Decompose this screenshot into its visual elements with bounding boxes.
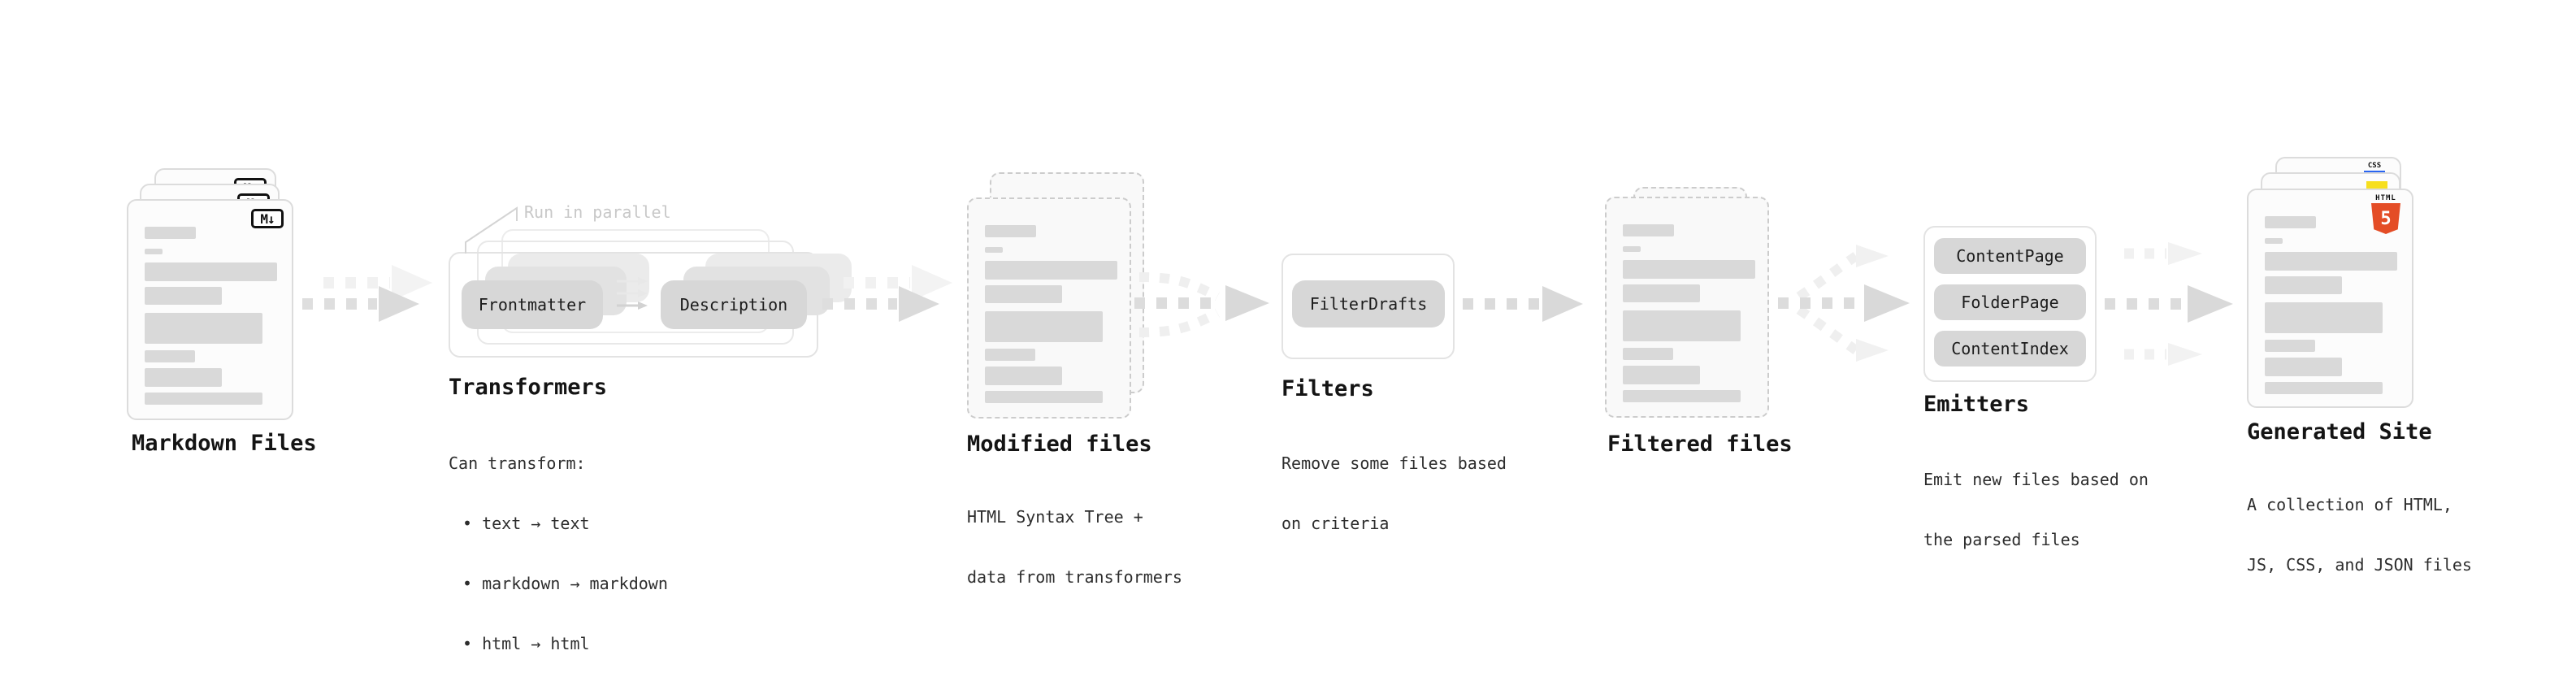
frontmatter-box: Frontmatter [462, 280, 603, 329]
desc-line: JS, CSS, and JSON files [2247, 555, 2472, 575]
filters-description: Remove some files based on criteria [1281, 414, 1507, 573]
placeholder-bar [145, 287, 222, 305]
transformers-description: Can transform: • text → text • markdown … [449, 414, 668, 681]
placeholder-bar [2265, 238, 2283, 244]
desc-line: • markdown → markdown [462, 574, 668, 593]
modified-files-description: HTML Syntax Tree + data from transformer… [967, 467, 1182, 627]
placeholder-bar [2265, 382, 2383, 394]
arrow-merge-to-filters-icon [1134, 272, 1269, 337]
desc-line: A collection of HTML, [2247, 495, 2452, 514]
arrow-filters-to-filtered-icon [1463, 286, 1583, 322]
filters-title: Filters [1281, 376, 1374, 401]
file-card-front [967, 197, 1131, 419]
arrow-split-to-emitters-icon [1778, 245, 1910, 362]
desc-line: the parsed files [1923, 530, 2080, 549]
desc-line: on criteria [1281, 514, 1390, 533]
generated-site-title: Generated Site [2247, 419, 2432, 445]
placeholder-bar [145, 350, 195, 362]
placeholder-bar [145, 313, 262, 344]
file-card-front [1605, 197, 1769, 418]
placeholder-bar [145, 227, 196, 239]
placeholder-bar [1623, 260, 1755, 279]
filtered-files-title: Filtered files [1607, 432, 1793, 457]
desc-line: Can transform: [449, 453, 586, 473]
modified-files-title: Modified files [967, 432, 1152, 457]
emitters-frame [1923, 226, 2097, 382]
html5-shield: 5 [2371, 203, 2400, 234]
placeholder-bar [145, 393, 262, 405]
arrow-transformers-to-modified-icon [822, 265, 952, 322]
placeholder-bar [985, 391, 1103, 403]
placeholder-bar [1623, 224, 1674, 236]
description-box: Description [661, 280, 807, 329]
placeholder-bar [2265, 340, 2315, 352]
placeholder-bar [145, 249, 163, 254]
filterdrafts-box: FilterDrafts [1292, 280, 1445, 327]
placeholder-bar [985, 225, 1036, 237]
html5-word: HTML [2375, 194, 2396, 202]
file-card-front: M↓ [127, 199, 293, 420]
emitters-description: Emit new files based on the parsed files [1923, 430, 2149, 589]
placeholder-bar [2265, 302, 2383, 333]
placeholder-bar [985, 247, 1003, 253]
placeholder-bar [1623, 310, 1741, 341]
placeholder-bar [145, 262, 277, 281]
placeholder-bar [985, 261, 1117, 280]
generated-site-description: A collection of HTML, JS, CSS, and JSON … [2247, 455, 2472, 614]
desc-line: HTML Syntax Tree + [967, 507, 1143, 527]
contentindex-box: ContentIndex [1934, 331, 2086, 367]
markdown-icon: M↓ [251, 209, 284, 228]
placeholder-bar [2265, 276, 2342, 294]
arrow-emitters-to-site-icon [2105, 242, 2233, 366]
emitters-title: Emitters [1923, 392, 2030, 417]
placeholder-bar [1623, 366, 1700, 384]
desc-line: Emit new files based on [1923, 470, 2149, 489]
placeholder-bar [2265, 358, 2342, 376]
placeholder-bar [985, 285, 1062, 303]
desc-line: data from transformers [967, 567, 1182, 587]
placeholder-bar [1623, 348, 1673, 360]
parallel-arrows-icon [617, 277, 648, 310]
contentpage-box: ContentPage [1934, 238, 2086, 274]
placeholder-bar [985, 367, 1062, 385]
file-card-front: HTML 5 [2247, 189, 2413, 408]
desc-line: Remove some files based [1281, 453, 1507, 473]
placeholder-bar [2265, 252, 2397, 271]
placeholder-bar [1623, 246, 1641, 252]
folderpage-box: FolderPage [1934, 284, 2086, 320]
placeholder-bar [985, 311, 1103, 342]
transformers-title: Transformers [449, 375, 608, 400]
run-in-parallel-annotation: Run in parallel [524, 202, 671, 222]
placeholder-bar [1623, 390, 1741, 402]
arrow-markdown-to-transformers-icon [302, 265, 432, 322]
filters-frame [1281, 254, 1455, 359]
desc-line: • html → html [462, 634, 590, 653]
markdown-files-label: Markdown Files [132, 431, 317, 456]
desc-line: • text → text [462, 514, 590, 533]
placeholder-bar [1623, 284, 1700, 302]
placeholder-bar [145, 368, 222, 387]
placeholder-bar [985, 349, 1035, 361]
callout-line-icon [465, 206, 518, 254]
placeholder-bar [2265, 216, 2316, 228]
html5-icon: HTML 5 [2368, 194, 2404, 234]
